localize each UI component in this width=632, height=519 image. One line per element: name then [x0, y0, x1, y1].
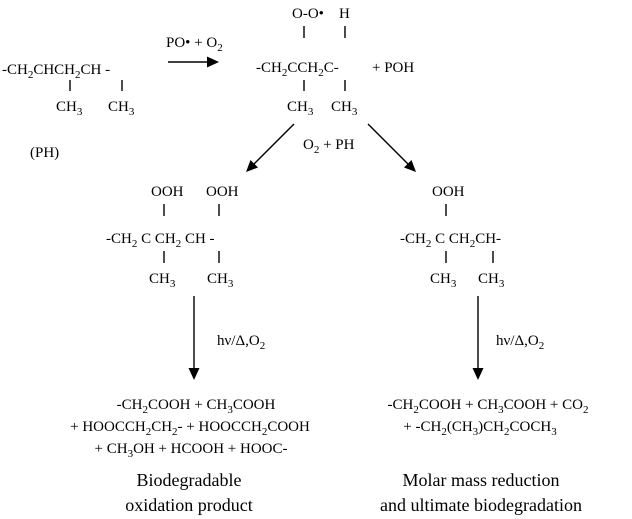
peroxy-chain: -CH2CCH2C- — [256, 60, 339, 79]
ph-methyl-1: CH3 — [56, 99, 83, 118]
right-chain: -CH2 C CH2CH- — [400, 231, 501, 250]
right-caption-line-1: Molar mass reduction — [403, 470, 560, 490]
right-product-line-1: -CH2COOH + CH3COOH + CO2 — [388, 397, 589, 416]
right-condition: hν/Δ,O2 — [496, 333, 544, 352]
left-products: -CH2COOH + CH3COOH + HOOCCH2CH2- + HOOCC… — [70, 397, 310, 460]
step1-reagent: PO• + O2 — [166, 35, 223, 54]
right-caption-line-2: and ultimate biodegradation — [380, 495, 582, 515]
left-product-line-1: -CH2COOH + CH3COOH — [117, 397, 276, 416]
peroxy-methyl-1: CH3 — [287, 99, 314, 118]
right-degradation-arrow — [472, 296, 484, 380]
left-ooh-1: OOH — [151, 184, 184, 200]
left-product-line-2: + HOOCCH2CH2- + HOOCCH2COOH — [70, 419, 310, 438]
right-products: -CH2COOH + CH3COOH + CO2 + -CH2(CH3)CH2C… — [388, 397, 589, 438]
left-caption-line-2: oxidation product — [125, 495, 252, 515]
step2-left-arrow — [246, 123, 295, 172]
step2-reagent: O2 + PH — [303, 137, 355, 156]
left-degradation-arrow — [188, 296, 200, 380]
peroxy-methyl-2: CH3 — [331, 99, 358, 118]
left-chain: -CH2 C CH2 CH - — [106, 231, 215, 250]
ph-methyl-2: CH3 — [108, 99, 135, 118]
left-product-line-3: + CH3OH + HCOOH + HOOC- — [95, 441, 288, 460]
right-ooh: OOH — [432, 184, 465, 200]
right-methyl-1: CH3 — [430, 271, 457, 290]
reactant-ph: -CH2CHCH2CH - CH3 CH3 (PH) — [2, 62, 135, 161]
right-methyl-2: CH3 — [478, 271, 505, 290]
left-ooh-2: OOH — [206, 184, 239, 200]
left-caption-line-1: Biodegradable — [137, 470, 242, 490]
ph-label: (PH) — [30, 145, 59, 161]
right-hydroperoxide: OOH -CH2 C CH2CH- CH3 CH3 — [400, 184, 505, 290]
left-hydroperoxide: OOH OOH -CH2 C CH2 CH - CH3 CH3 — [106, 184, 239, 290]
left-condition: hν/Δ,O2 — [217, 333, 265, 352]
ph-chain: -CH2CHCH2CH - — [2, 62, 110, 81]
left-methyl-2: CH3 — [207, 271, 234, 290]
peroxy-h: H — [339, 6, 350, 22]
right-product-line-2: + -CH2(CH3)CH2COCH3 — [403, 419, 557, 438]
left-methyl-1: CH3 — [149, 271, 176, 290]
step2-right-arrow — [367, 123, 416, 172]
step1-arrow — [168, 56, 219, 68]
peroxy-radical: O-O• H -CH2CCH2C- + POH CH3 CH3 — [256, 6, 414, 118]
peroxy-plus-poh: + POH — [372, 60, 414, 76]
peroxy-oo-group: O-O• — [292, 6, 324, 22]
